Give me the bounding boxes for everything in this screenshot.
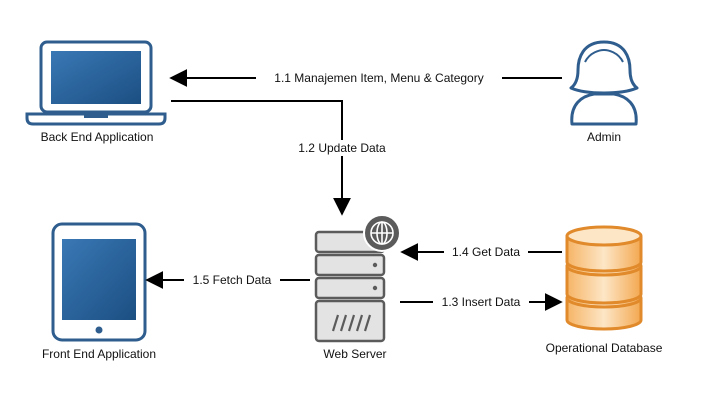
- database-icon: [565, 225, 643, 331]
- edge-get-label: 1.4 Get Data: [452, 245, 520, 259]
- webserver-label: Web Server: [323, 347, 386, 361]
- server-icon: [314, 230, 386, 343]
- edge-update-label: 1.2 Update Data: [298, 141, 386, 155]
- edge-get: 1.4 Get Data: [400, 243, 562, 261]
- globe-icon: [363, 214, 401, 252]
- webserver-node: Web Server: [314, 214, 401, 361]
- edge-insert-label: 1.3 Insert Data: [442, 295, 521, 309]
- user-icon: [569, 40, 639, 126]
- backend-label: Back End Application: [41, 130, 154, 144]
- edge-fetch-label: 1.5 Fetch Data: [193, 273, 272, 287]
- frontend-label: Front End Application: [42, 347, 156, 361]
- tablet-icon: [51, 222, 147, 342]
- laptop-icon: [25, 40, 167, 126]
- database-label: Operational Database: [546, 341, 663, 355]
- admin-node: Admin: [569, 40, 639, 144]
- frontend-node: Front End Application: [42, 222, 156, 361]
- edge-insert: 1.3 Insert Data: [400, 293, 563, 311]
- admin-label: Admin: [587, 130, 621, 144]
- backend-node: Back End Application: [25, 40, 167, 144]
- edge-manage: 1.1 Manajemen Item, Menu & Category: [169, 69, 562, 87]
- edge-manage-label: 1.1 Manajemen Item, Menu & Category: [274, 71, 483, 85]
- database-node: Operational Database: [546, 225, 663, 355]
- edge-update: 1.2 Update Data: [171, 100, 405, 216]
- edge-fetch: 1.5 Fetch Data: [145, 271, 310, 289]
